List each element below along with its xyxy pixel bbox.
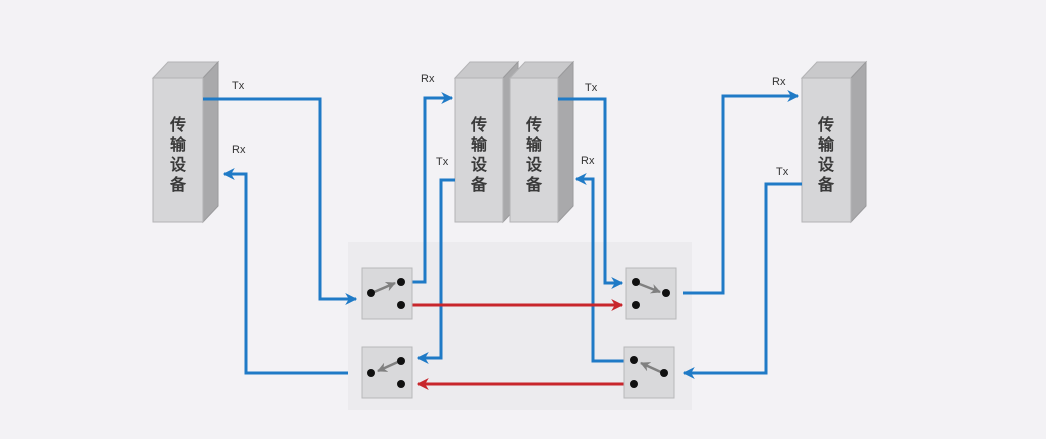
device-left: 传 输 设 备 (151, 60, 220, 224)
device-front-face (152, 77, 204, 223)
device-side-face (202, 60, 219, 224)
device-label-char: 输 (526, 135, 543, 154)
device-label-char: 备 (470, 175, 488, 194)
switch-dot (630, 356, 638, 364)
device-label-char: 输 (818, 135, 835, 154)
switch-arrow-icon (636, 281, 661, 294)
port-label-left-rx: Rx (232, 144, 246, 156)
port-label-right-rx: Rx (772, 76, 786, 88)
link-switch-bottom-left-to-left-rx (222, 168, 348, 375)
switch-bottom-left (361, 346, 413, 399)
device-label-char: 备 (525, 175, 543, 194)
port-label-middle-left-rx: Rx (421, 73, 435, 85)
device-label: 传 (169, 115, 186, 134)
switch-dot (367, 289, 375, 297)
device-front-face (801, 77, 852, 223)
port-label-right-tx: Tx (776, 166, 789, 178)
device-label-char: 传 (525, 115, 542, 134)
device-front-face (509, 77, 559, 223)
switch-bottom-right (623, 346, 675, 399)
switch-dot (632, 278, 640, 286)
switch-arrow-icon (371, 281, 396, 295)
switch-arrow-icon (377, 359, 401, 373)
switch-top-right (625, 267, 677, 320)
switch-dot (367, 369, 375, 377)
device-label-char: 设 (818, 155, 835, 174)
device-side-face (850, 60, 867, 224)
device-middle-right: 传 输 设 备 (508, 60, 575, 224)
device-side-face (557, 60, 574, 224)
device-label-char: 备 (817, 175, 835, 194)
device-label-char: 设 (526, 155, 543, 174)
switch-arrow-icon (640, 361, 664, 375)
port-label-left-tx: Tx (232, 80, 245, 92)
device-label-char: 传 (470, 115, 487, 134)
switch-dot (662, 289, 670, 297)
device-middle-left: 传 输 设 备 (453, 60, 520, 224)
switch-dot (397, 278, 405, 286)
device-front-face (454, 77, 504, 223)
switch-dot (397, 357, 405, 365)
port-label-middle-left-tx: Tx (436, 156, 449, 168)
switch-dot (630, 380, 638, 388)
link-left-tx-to-switch-top-left (203, 97, 358, 305)
switch-dot (632, 301, 640, 309)
switch-dot (660, 369, 668, 377)
device-label-char: 备 (169, 175, 187, 194)
device-label-char: 设 (471, 155, 488, 174)
link-middle-right-tx-to-switch-top-right (558, 97, 624, 289)
link-right-tx-to-switch-bottom-right (682, 182, 802, 379)
link-middle-left-tx-to-switch-bottom-left (416, 178, 455, 364)
port-label-middle-right-rx: Rx (581, 155, 595, 167)
device-label-char: 设 (170, 155, 187, 174)
link-switch-bottom-right-to-middle-right-rx (574, 173, 624, 363)
link-switch-top-left-to-middle-left-rx (412, 92, 454, 284)
link-switch-top-right-to-right-rx (683, 90, 800, 295)
port-label-middle-right-tx: Tx (585, 82, 598, 94)
device-right: 传 输 设 备 (800, 60, 868, 224)
switch-dot (397, 301, 405, 309)
switch-top-left (361, 267, 413, 320)
switch-dot (397, 380, 405, 388)
device-label-char: 输 (471, 135, 488, 154)
device-label-char: 输 (170, 135, 187, 154)
device-label-char: 传 (817, 115, 834, 134)
